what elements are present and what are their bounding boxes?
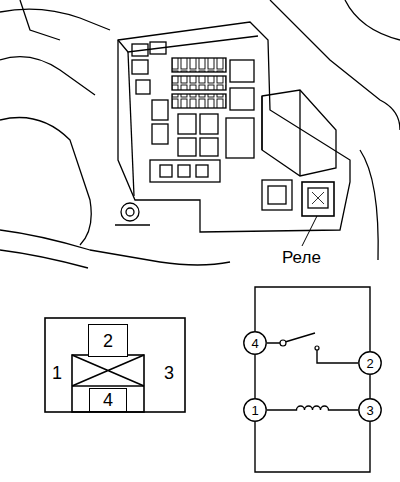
terminal-circle: 2 bbox=[358, 351, 382, 375]
pin-box: 4 bbox=[89, 388, 127, 412]
pin-number: 3 bbox=[366, 404, 373, 417]
switch-contact bbox=[315, 346, 319, 350]
relay-wire bbox=[267, 406, 358, 410]
terminal-circle: 3 bbox=[358, 398, 382, 422]
pin-box: 2 bbox=[88, 324, 128, 357]
terminal-circle: 1 bbox=[243, 398, 267, 422]
pin-number: 3 bbox=[164, 364, 174, 382]
part-label: Реле bbox=[282, 249, 321, 266]
relay-wire bbox=[267, 333, 358, 363]
wire-group bbox=[267, 406, 358, 410]
pin-number: 4 bbox=[251, 337, 258, 350]
switch-contact bbox=[280, 340, 286, 346]
pin-number: 2 bbox=[366, 357, 373, 370]
wire-group bbox=[267, 333, 358, 363]
pin-number: 1 bbox=[52, 364, 62, 382]
pin-number: 2 bbox=[103, 332, 113, 350]
pin-number: 4 bbox=[103, 391, 113, 409]
pin-number: 1 bbox=[251, 404, 258, 417]
terminal-circle: 4 bbox=[243, 331, 267, 355]
